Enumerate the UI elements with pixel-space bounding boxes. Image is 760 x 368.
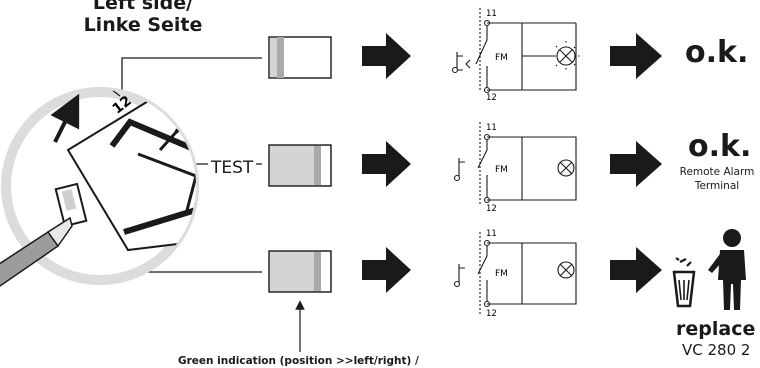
result-ok-1: o.k.: [685, 35, 749, 70]
arrow-icon: [610, 141, 662, 187]
remote-alarm-note: Remote Alarm Terminal: [672, 165, 760, 193]
indicator-window-3: [268, 250, 332, 293]
indicator-window-2: [268, 144, 332, 187]
fm-label: FM: [495, 165, 508, 175]
arrow-icons: [362, 33, 662, 293]
fm-label: FM: [495, 53, 508, 63]
arrow-icon: [610, 33, 662, 79]
title-line-1: Left side/: [92, 0, 194, 14]
circuit-row-3: [453, 232, 577, 314]
terminal-label-bottom: 12: [486, 93, 497, 103]
fm-label: FM: [495, 269, 508, 279]
indicator-caption: Green indication (position >>left/right)…: [178, 355, 419, 367]
arrow-icon: [362, 247, 411, 293]
arrow-icon: [362, 33, 411, 79]
page-title: Left side/ Linke Seite: [38, 0, 248, 36]
arrow-icon: [610, 247, 662, 293]
model-number: VC 280 2: [682, 341, 751, 359]
arrow-icon: [362, 141, 411, 187]
title-line-2: Linke Seite: [83, 14, 203, 36]
result-ok-2: o.k.: [688, 129, 752, 164]
indicator-window-1: [268, 36, 332, 79]
test-label: TEST: [208, 158, 257, 178]
circuit-row-1: [451, 8, 581, 94]
terminal-label-top: 11: [486, 9, 497, 19]
terminal-label-top: 11: [486, 123, 497, 133]
remote-alarm-line-1: Remote Alarm: [679, 166, 755, 178]
circuit-row-2: [453, 122, 577, 204]
terminal-label-top: 11: [486, 229, 497, 239]
terminal-label-bottom: 12: [486, 204, 497, 214]
magnifier-icon: 12: [0, 87, 199, 287]
terminal-label-bottom: 12: [486, 309, 497, 319]
person-icon: [708, 229, 746, 310]
result-replace: replace: [676, 318, 756, 340]
remote-alarm-line-2: Terminal: [694, 180, 740, 192]
trash-bin-icon: [672, 257, 696, 308]
